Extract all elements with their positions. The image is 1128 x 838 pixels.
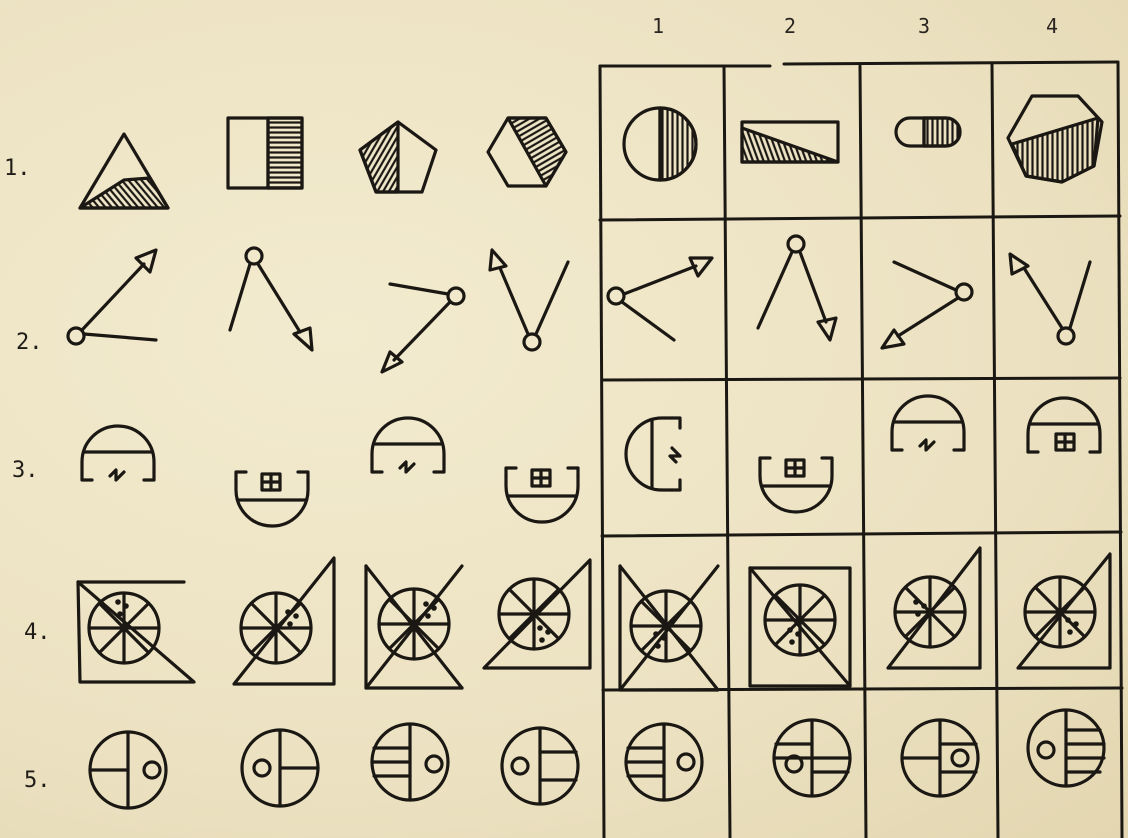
series-divided-circle-4 <box>502 728 578 804</box>
series-wheel-4 <box>484 560 590 668</box>
option-1-arrow-angle <box>608 258 712 340</box>
option-3-divided-circle <box>902 720 978 796</box>
series-dome-window-4 <box>506 468 578 522</box>
option-4-divided-circle <box>1028 710 1104 786</box>
option-4-wheel <box>1018 554 1110 668</box>
option-2-arrow-angle <box>758 236 836 340</box>
series-wheel-1 <box>78 582 194 682</box>
series-arrow-angle-2 <box>230 248 312 350</box>
series-dome-zigzag-1 <box>82 426 154 480</box>
series-dome-window-2 <box>236 472 308 526</box>
option-3-wheel <box>888 548 980 668</box>
option-2-rectangle-icon <box>742 122 838 162</box>
series-arrow-angle-1 <box>68 250 156 344</box>
series-arrow-angle-4 <box>490 250 568 350</box>
option-3-arrow-angle <box>882 262 972 348</box>
option-3-capsule-icon <box>896 118 960 146</box>
series-hexagon-icon <box>488 118 566 186</box>
option-1-circle-icon <box>624 108 696 180</box>
series-dome-zigzag-3 <box>372 418 444 472</box>
series-wheel-3 <box>366 566 462 688</box>
series-triangle-icon <box>80 134 168 208</box>
option-1-dome-zigzag <box>626 418 680 490</box>
option-1-wheel <box>620 566 718 690</box>
series-divided-circle-3 <box>372 724 448 800</box>
option-2-wheel <box>750 568 850 686</box>
option-2-dome-window <box>760 458 832 512</box>
series-arrow-angle-3 <box>382 284 464 372</box>
option-3-dome-zigzag <box>892 396 964 450</box>
series-divided-circle-1 <box>90 732 166 808</box>
option-1-divided-circle <box>626 724 702 800</box>
series-square-icon <box>228 118 302 188</box>
option-2-divided-circle <box>774 720 850 796</box>
series-pentagon-icon <box>360 122 436 192</box>
option-4-arrow-angle <box>1010 254 1090 344</box>
option-4-heptagon-icon <box>1008 96 1102 182</box>
series-wheel-2 <box>234 558 334 684</box>
series-divided-circle-2 <box>242 730 318 806</box>
option-4-dome-window <box>1028 398 1100 452</box>
